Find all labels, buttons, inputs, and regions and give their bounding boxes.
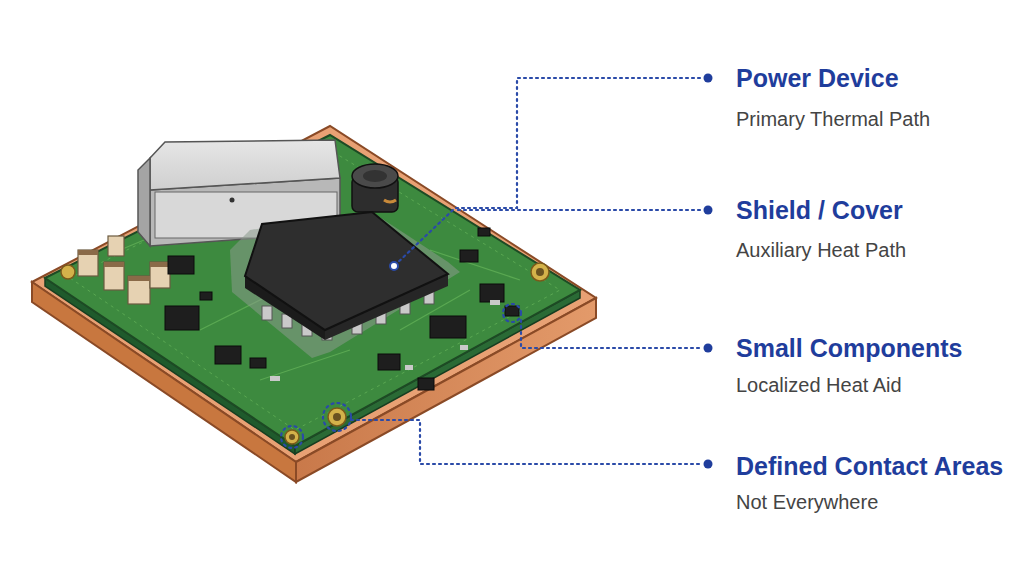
copper-base xyxy=(32,126,596,482)
inductor xyxy=(352,164,398,212)
callout-heading: Shield / Cover xyxy=(736,195,903,225)
callout-heading: Small Components xyxy=(736,333,962,363)
pcb-board xyxy=(45,135,580,454)
small-components xyxy=(78,228,519,390)
callout-note: Localized Heat Aid xyxy=(736,373,902,397)
power-device xyxy=(230,212,460,358)
callout-note: Auxiliary Heat Path xyxy=(736,238,906,262)
callout-heading: Defined Contact Areas xyxy=(736,451,1003,481)
callout-heading: Power Device xyxy=(736,63,899,93)
leader-lines xyxy=(281,78,700,464)
callout-note: Not Everywhere xyxy=(736,490,878,514)
callout-note: Primary Thermal Path xyxy=(736,107,930,131)
callout-dots xyxy=(390,74,713,469)
contact-pads xyxy=(61,263,549,444)
